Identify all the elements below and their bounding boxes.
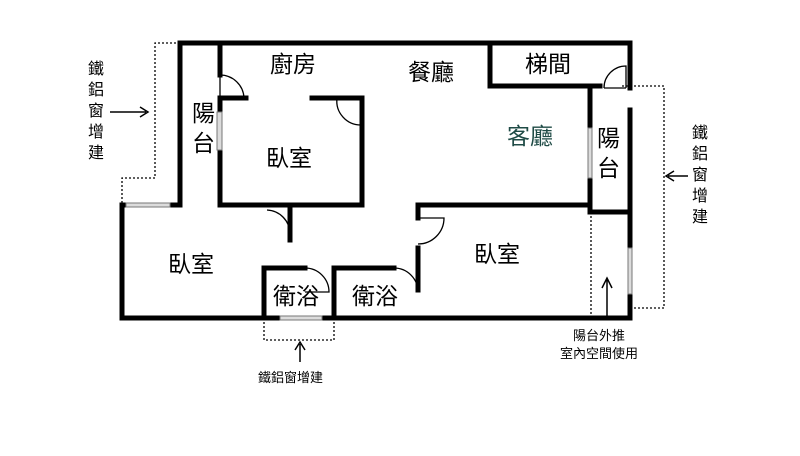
bottom-extension-outline (263, 318, 335, 341)
door-kitchen (219, 74, 245, 99)
note-left-extension: 鐵鋁窗增建 (88, 59, 104, 162)
arrow-left-note (110, 106, 150, 118)
label-balcony-right: 陽台 (597, 126, 620, 182)
svg-text:鐵鋁窗增建: 鐵鋁窗增建 (692, 123, 708, 226)
window-balcony-right (587, 127, 593, 179)
label-bath-left: 衛浴 (273, 284, 319, 310)
label-living: 客廳 (507, 124, 553, 150)
door-bedroom-top (336, 97, 362, 126)
note-balcony-line1: 陽台外推 (573, 329, 625, 344)
svg-text:鐵鋁窗增建: 鐵鋁窗增建 (88, 59, 104, 162)
label-bath-right: 衛浴 (352, 284, 398, 310)
arrow-right-note (664, 170, 688, 182)
note-bottom-extension: 鐵鋁窗增建 (258, 370, 323, 386)
door-bedroom-left (266, 209, 291, 235)
door-bath-left (304, 267, 330, 293)
interior-walls (217, 40, 633, 321)
label-bedroom-left: 臥室 (168, 252, 214, 278)
window-bedroom-left (125, 202, 171, 208)
svg-text:陽台: 陽台 (597, 126, 620, 182)
door-bath-right (393, 267, 419, 293)
label-bedroom-right: 臥室 (474, 242, 520, 268)
note-right-extension: 鐵鋁窗增建 (692, 123, 708, 226)
label-bedroom-top: 臥室 (266, 146, 312, 172)
window-bedroom-right (627, 247, 633, 295)
arrow-bottom-note (294, 340, 306, 362)
left-extension-outline (121, 42, 180, 205)
right-extension-outline (622, 85, 665, 309)
svg-text:陽台: 陽台 (192, 101, 215, 157)
window-bath-bottom (279, 315, 323, 321)
label-stair: 梯間 (525, 52, 571, 78)
window-balcony-left (216, 111, 223, 151)
door-bedroom-right (417, 217, 445, 245)
label-dining: 餐廳 (408, 60, 454, 86)
label-kitchen: 廚房 (270, 52, 316, 78)
note-balcony-line2: 室內空間使用 (560, 346, 638, 362)
arrow-balcony-note (601, 276, 613, 318)
door-stair (603, 65, 627, 89)
label-balcony-left: 陽台 (192, 101, 215, 157)
